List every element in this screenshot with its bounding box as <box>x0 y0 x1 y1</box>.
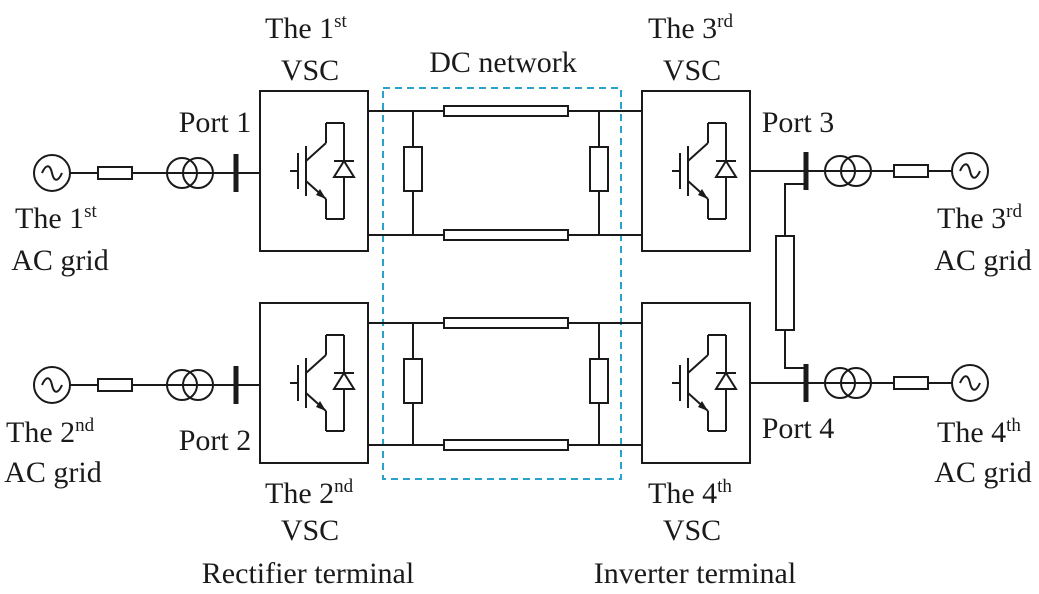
dc-shunt-resistor-right-top <box>589 146 609 192</box>
ac-source-1-icon <box>33 154 71 192</box>
grid2-label-line2: AC grid <box>4 456 102 489</box>
vsc4-converter <box>641 302 751 464</box>
grid2-label-line1: The 2nd <box>6 415 95 449</box>
ac-tie-impedance <box>775 235 795 331</box>
dc-line-top-upper <box>443 105 569 117</box>
dc-line-bottom-upper <box>443 317 569 329</box>
vsc1-title-line1: The 1st <box>265 11 348 45</box>
ac-source-4-icon <box>951 364 989 402</box>
dc-network-label: DC network <box>429 46 576 79</box>
grid4-label-line2: AC grid <box>934 456 1032 489</box>
vsc4-title-line2: VSC <box>663 514 721 547</box>
ac-feeder-1 <box>33 154 260 192</box>
ac-line-impedance-2 <box>97 378 133 392</box>
vsc2-converter <box>259 302 369 464</box>
ac-line-impedance-1 <box>97 166 133 180</box>
port1-label: Port 1 <box>179 106 252 139</box>
rectifier-terminal-label: Rectifier terminal <box>202 557 414 590</box>
vsc1-title-line2: VSC <box>281 54 339 87</box>
grid3-label-line1: The 3rd <box>937 201 1022 235</box>
port3-label: Port 3 <box>762 106 835 139</box>
inverter-terminal-label: Inverter terminal <box>594 557 796 590</box>
dc-shunt-resistor-left-top <box>403 146 423 192</box>
ac-source-3-icon <box>951 152 989 190</box>
dc-network-top <box>368 105 642 241</box>
ac-feeder-4 <box>750 364 989 402</box>
ac-tie-line <box>775 183 806 369</box>
dc-shunt-resistor-right-bottom <box>589 358 609 404</box>
ac-feeder-2 <box>33 366 260 404</box>
grid1-label-line2: AC grid <box>11 244 109 277</box>
vsc3-title-line2: VSC <box>663 54 721 87</box>
vsc4-title-line1: The 4th <box>648 476 732 510</box>
ac-line-impedance-3 <box>893 164 929 178</box>
vsc2-title-line2: VSC <box>281 514 339 547</box>
grid3-label-line2: AC grid <box>934 244 1032 277</box>
dc-line-bottom-lower <box>443 439 569 451</box>
ac-line-impedance-4 <box>893 376 929 390</box>
vsc3-title-line1: The 3rd <box>648 11 733 45</box>
vsc3-converter <box>641 90 751 252</box>
dc-shunt-resistor-left-bottom <box>403 358 423 404</box>
port2-label: Port 2 <box>179 424 252 457</box>
vsc1-converter <box>259 90 369 252</box>
grid4-label-line1: The 4th <box>937 415 1021 449</box>
dc-line-top-lower <box>443 229 569 241</box>
port4-label: Port 4 <box>762 412 835 445</box>
grid1-label-line1: The 1st <box>15 201 98 235</box>
ac-source-2-icon <box>33 366 71 404</box>
vsc2-title-line1: The 2nd <box>265 476 354 510</box>
dc-network-bottom <box>368 317 642 451</box>
dc-network-box <box>382 87 622 480</box>
